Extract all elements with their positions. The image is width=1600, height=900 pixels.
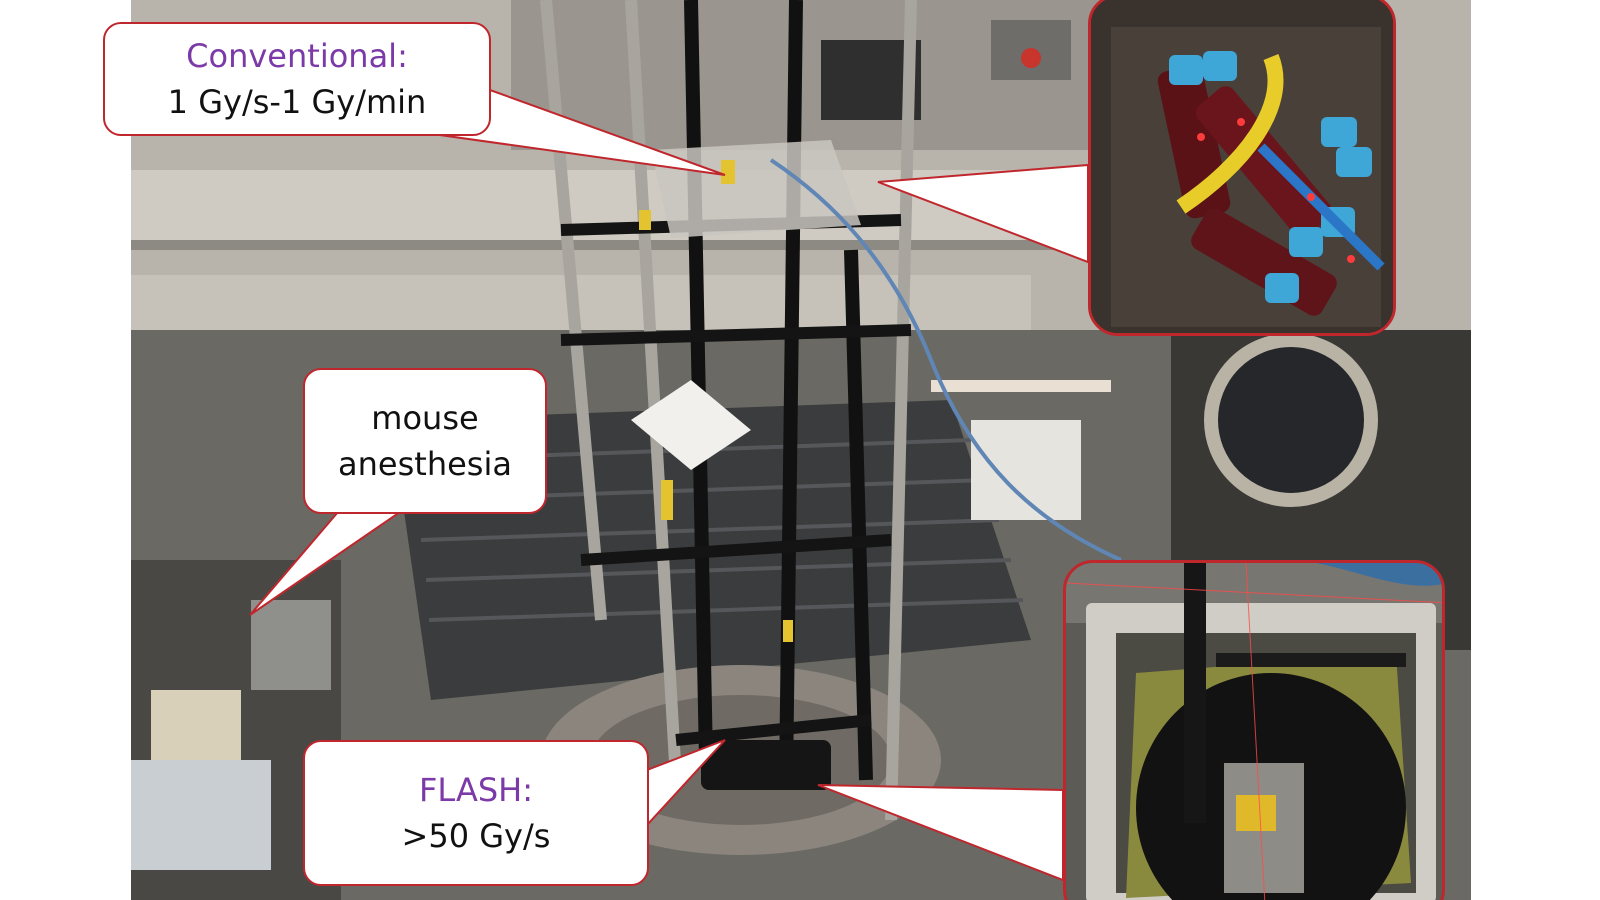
tubes-drawing [1091, 0, 1393, 333]
conventional-callout: Conventional: 1 Gy/s-1 Gy/min [103, 22, 491, 136]
flash-title: FLASH: [418, 770, 533, 809]
conventional-title: Conventional: [186, 36, 408, 75]
mouse-label-line1: mouse [371, 398, 479, 437]
flash-dose-rate: >50 Gy/s [401, 817, 551, 855]
mouse-anesthesia-callout: mouse anesthesia [303, 368, 547, 514]
conventional-dose-rate: 1 Gy/s-1 Gy/min [167, 83, 427, 121]
flash-callout: FLASH: >50 Gy/s [303, 740, 649, 886]
inset-irradiation-chamber-photo [1063, 560, 1445, 900]
inset-sample-tubes-photo [1088, 0, 1396, 336]
mouse-label-line2: anesthesia [338, 445, 512, 483]
chamber-drawing [1066, 563, 1442, 900]
